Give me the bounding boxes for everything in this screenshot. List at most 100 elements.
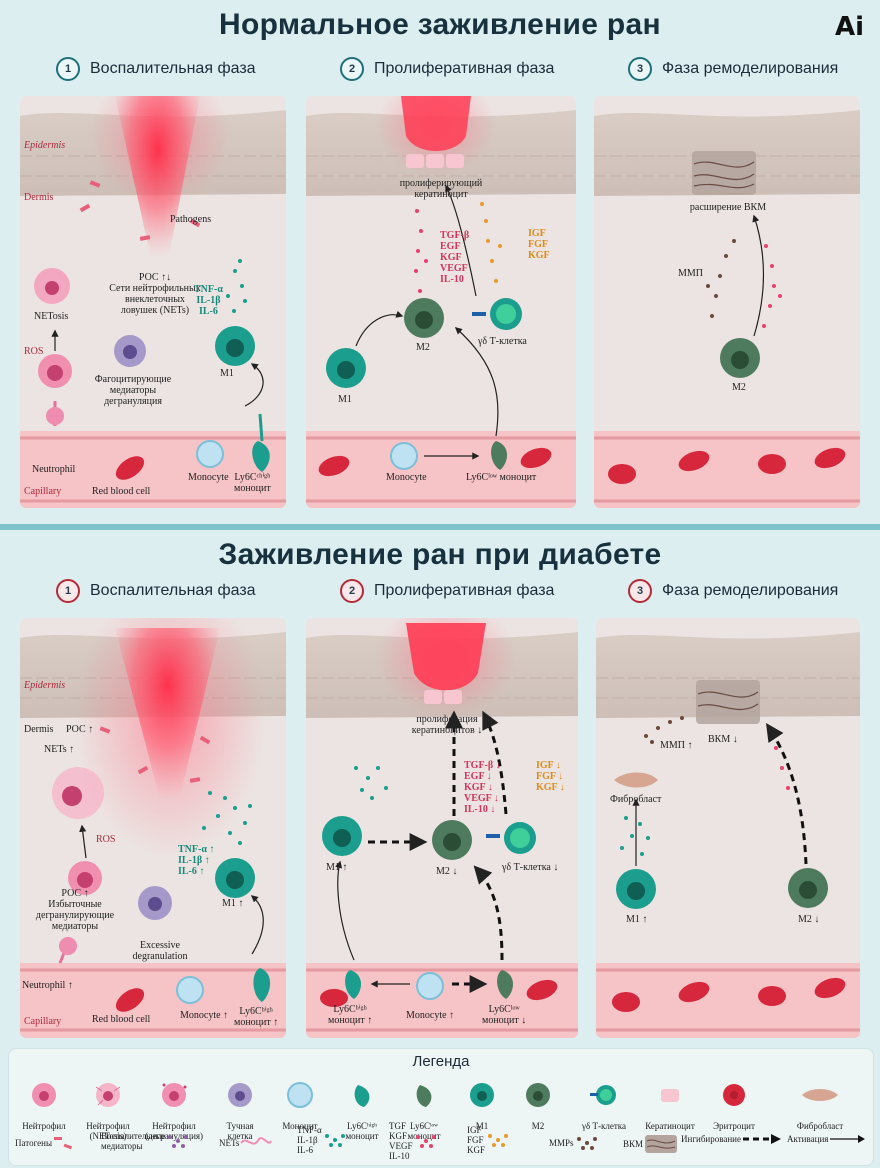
neutrophil-up-label: Neutrophil ↑ (22, 980, 73, 991)
m2-label: M2 (732, 382, 746, 393)
legend-item: Патогены (15, 1133, 76, 1153)
legend-title: Легенда (412, 1053, 470, 1070)
legend: Легенда Нейтрофил Нейтрофил (NETosis) Не… (8, 1048, 874, 1166)
diabetic-healing-title: Заживление ран при диабете (218, 538, 662, 571)
diabetic-remodeling-panel: ММП ↑ ВКМ ↓ Фибробласт M1 ↑ M2 ↓ (596, 618, 860, 1038)
mmp-label: ММП (678, 268, 704, 279)
diabetic-phase-2-heading: 2 Пролиферативная фаза (340, 578, 554, 604)
activation-icon (830, 1135, 866, 1143)
gd-t-cell-icon (590, 1085, 616, 1105)
normal-remodeling-panel: расширение ВКМ ММП M2 (594, 96, 860, 508)
cytokines-label: TNF-α IL-1β IL-6 (194, 284, 223, 317)
ly6c-low-label: Ly6Cˡᵒʷ моноцит (466, 472, 537, 483)
phase-number: 2 (340, 57, 364, 81)
legend-label: Ингибирование (681, 1134, 741, 1144)
nets-up-label: NETs ↑ (44, 744, 75, 755)
legend-label: Нейтрофил (дегрануляция) (144, 1121, 204, 1141)
legend-label: Нейтрофил (NETosis) (86, 1121, 130, 1141)
mmps-icon (576, 1137, 597, 1150)
normal-phase-3-heading: 3 Фаза ремоделирования (628, 56, 838, 82)
diabetic-phase-3-heading: 3 Фаза ремоделирования (628, 578, 838, 604)
legend-item: Ингибирование (681, 1133, 783, 1145)
ly6c-low-down-label: Ly6Cˡᵒʷ моноцит ↓ (482, 1004, 527, 1026)
legend-label: γδ Т-клетка (582, 1121, 626, 1131)
normal-proliferative-panel: пролиферирующий кератиноцит TGF-β EGF KG… (306, 96, 576, 508)
inhibition-icon (742, 1134, 781, 1144)
growth-factors-orange-icon (488, 1134, 509, 1147)
phase-label: Пролиферативная фаза (374, 60, 555, 77)
legend-item: Нейтрофил (дегрануляция) (139, 1071, 209, 1141)
normal-phase-1-heading: 1 Воспалительная фаза (56, 56, 256, 82)
phase-number: 2 (340, 579, 364, 603)
diabetic-remodeling-illustration (596, 618, 860, 1038)
excessive-degranulation-label: Excessive degranulation (132, 940, 188, 962)
ecm-down-label: ВКМ ↓ (708, 734, 738, 745)
capillary-label: Capillary (24, 486, 62, 497)
dermis-label: Dermis (24, 724, 54, 735)
section-divider (0, 524, 880, 530)
legend-label: Моноцит (282, 1121, 318, 1131)
capillary-label: Capillary (24, 1016, 62, 1027)
mast-cell-icon (228, 1083, 252, 1107)
legend-label: M1 (475, 1121, 489, 1131)
legend-item: IGF FGF KGF (467, 1125, 511, 1155)
roc-nets-label: РОС ↑↓ Сети нейтрофильных внеклеточных л… (109, 272, 201, 316)
cytokines-icon (324, 1134, 345, 1147)
ai-logo: Ai (834, 12, 864, 42)
ecm-icon (645, 1135, 678, 1153)
keratinocytes-down-label: пролиферация кератиноцитов ↓ (411, 714, 483, 736)
netosis-label: NETosis (34, 311, 69, 322)
pathogens-label: Pathogens (170, 214, 212, 225)
legend-label: Воспалительные медиаторы (101, 1131, 166, 1151)
diabetic-inflammatory-panel: Epidermis Dermis РОС ↑ NETs ↑ ROS РОС ↑ … (20, 618, 286, 1038)
epidermis-label: Epidermis (24, 680, 66, 691)
legend-label: Патогены (15, 1138, 53, 1148)
ly6c-high-up-label: Ly6Cʰⁱᵍʰ моноцит ↑ (234, 1006, 279, 1028)
monocyte-icon (287, 1082, 313, 1108)
legend-label: Фибробласт (796, 1121, 844, 1131)
growth-factors-pink-icon (415, 1135, 436, 1148)
ecm-expansion-label: расширение ВКМ (689, 202, 767, 213)
ros-label: ROS (24, 346, 44, 357)
phase-label: Воспалительная фаза (90, 60, 256, 77)
legend-item: TGF KGF VEGF IL-10 (389, 1121, 439, 1161)
mast-cell-label: Фагоцитирующие медиаторы дегрануляция (94, 374, 172, 407)
phase-number: 1 (56, 579, 80, 603)
legend-label: Активация (787, 1134, 829, 1144)
m1-up-label: M1 ↑ (222, 898, 244, 909)
legend-item: Кератиноцит (635, 1071, 705, 1131)
pathogens-icon (54, 1137, 73, 1150)
legend-item: M2 (503, 1071, 573, 1131)
neutrophil-icon (32, 1083, 56, 1107)
legend-label: Эритроцит (713, 1121, 755, 1131)
legend-item: M1 (447, 1071, 517, 1131)
legend-item: Воспалительные медиаторы (101, 1131, 191, 1151)
legend-label: NETs (219, 1138, 240, 1148)
keratinocytes-label: пролиферирующий кератиноцит (399, 178, 483, 200)
ly6c-high-label: Ly6Cᶜʰⁱᵍʰ моноцит (234, 472, 271, 494)
diabetic-proliferative-illustration (306, 618, 578, 1038)
legend-item: Моноцит (265, 1071, 335, 1131)
monocyte-label: Monocyte (386, 472, 427, 483)
m1-up-label: M1 ↑ (626, 914, 648, 925)
phase-number: 1 (56, 57, 80, 81)
dermis-label: Dermis (24, 192, 54, 203)
m2-label: M2 (416, 342, 430, 353)
diabetic-phase-1-heading: 1 Воспалительная фаза (56, 578, 256, 604)
legend-label: Кератиноцит (645, 1121, 695, 1131)
phase-label: Воспалительная фаза (90, 582, 256, 599)
legend-item: Ly6Cʰⁱᵍʰ моноцит (327, 1071, 397, 1141)
legend-item: TNF-α IL-1β IL-6 (297, 1125, 348, 1155)
legend-label: Ly6Cˡᵒʷ моноцит (407, 1121, 441, 1141)
legend-item: Фибробласт (785, 1071, 855, 1131)
roc-mediators-label: РОС ↑ Избыточные дегранулирующие медиато… (35, 888, 115, 932)
legend-item: γδ Т-клетка (569, 1071, 639, 1131)
degranulating-neutrophil-icon (162, 1083, 187, 1107)
diabetic-proliferative-panel: пролиферация кератиноцитов ↓ TGF-β ↓ EGF… (306, 618, 578, 1038)
m1-up-label: M1 ↑ (326, 862, 348, 873)
nets-icon (240, 1137, 273, 1145)
diabetic-inflammatory-illustration (20, 618, 286, 1038)
keratinocyte-icon (661, 1089, 679, 1102)
m1-icon (470, 1083, 494, 1107)
roc-up-label: РОС ↑ (66, 724, 94, 735)
